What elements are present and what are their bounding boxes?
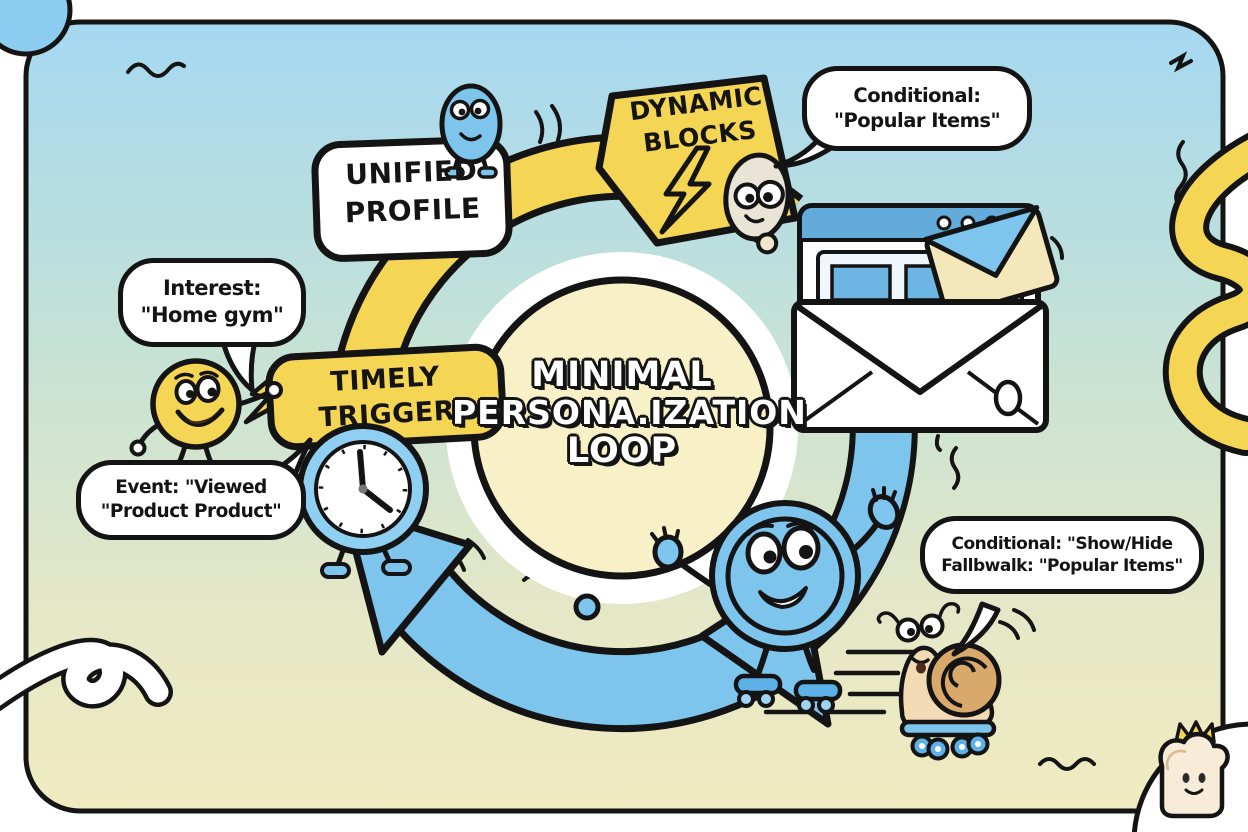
center-title: MINIMAL PERSONA.IZATION LOOP: [452, 355, 807, 472]
sealed-envelope-icon: [922, 205, 1060, 318]
bubble-line: "Popular Items": [833, 109, 1001, 133]
ribbon-decoration-left: [0, 637, 173, 712]
center-title-line1: MINIMAL: [531, 355, 713, 395]
bubble-line: Fallbwalk: "Popular Items": [941, 556, 1183, 577]
unified-profile-label: UNIFIED PROFILE: [315, 151, 510, 233]
bubble-line: Conditional: "Show/Hide: [951, 534, 1173, 554]
bubble-line: "Product Product": [100, 501, 282, 523]
bubble-event-viewed: Event: "Viewed "Product Product": [76, 460, 306, 541]
yellow-smiley-character: [129, 358, 283, 480]
unified-profile-line2: PROFILE: [344, 191, 482, 230]
ribbon-decoration-right: [1162, 132, 1248, 456]
center-title-line2: PERSONA.IZATION: [452, 393, 807, 433]
bubble-line: Event: "Viewed: [115, 477, 267, 498]
snail-on-skateboard: [876, 602, 1002, 761]
email-illustration: [791, 203, 1060, 433]
bubble-line: "Home gym": [140, 303, 284, 328]
bubble-conditional-show-hide: Conditional: "Show/Hide Fallbwalk: "Popu…: [920, 516, 1204, 595]
blue-blob-character: [439, 83, 503, 179]
bubble-line: Interest:: [162, 276, 262, 300]
disc-skater-character: [650, 486, 901, 714]
dot-decoration: [573, 593, 601, 621]
toast-with-crown: [1131, 720, 1248, 832]
bubble-interest-home-gym: Interest: "Home gym": [118, 258, 306, 347]
clock-icon: [297, 423, 429, 579]
potato-character: [723, 152, 791, 255]
center-title-line3: LOOP: [566, 431, 678, 472]
bubble-line: Conditional:: [853, 84, 981, 107]
bubble-conditional-popular: Conditional: "Popular Items": [802, 66, 1032, 151]
lightning-bolt-icon: [659, 145, 712, 235]
corner-circle-decoration: [0, 0, 73, 57]
open-envelope-icon: [791, 299, 1049, 433]
timely-trigger-label: TIMELY TRIGGER: [276, 356, 495, 437]
